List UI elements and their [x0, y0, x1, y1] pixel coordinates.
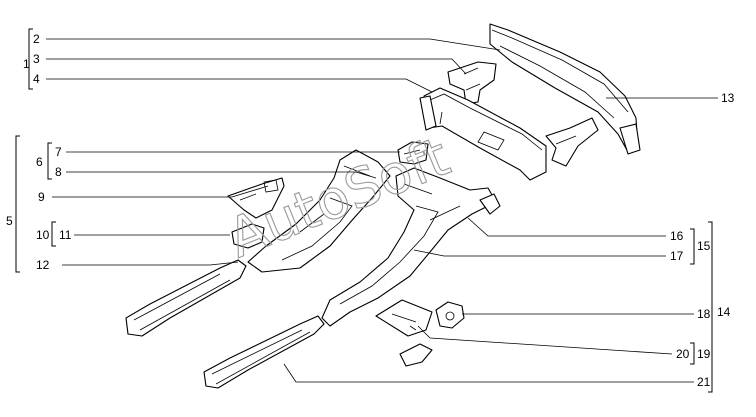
- callout-numbers: 1 2 3 4 5 6 7 8 9 10 11 12 13 14 15 16 1…: [6, 32, 735, 389]
- callout-5: 5: [6, 214, 13, 228]
- callout-7: 7: [55, 145, 62, 159]
- callout-18: 18: [697, 307, 711, 321]
- callout-20: 20: [676, 347, 690, 361]
- callout-2: 2: [33, 32, 40, 46]
- callout-12: 12: [36, 258, 50, 272]
- callout-14: 14: [717, 305, 731, 319]
- callout-11: 11: [59, 228, 72, 242]
- callout-3: 3: [33, 52, 40, 66]
- callout-10: 10: [36, 228, 50, 242]
- callout-15: 15: [697, 239, 711, 253]
- part-16-bracket: [479, 193, 501, 215]
- callout-4: 4: [33, 72, 40, 86]
- callout-9: 9: [38, 190, 45, 204]
- callout-16: 16: [670, 229, 684, 243]
- part-20-plate: [399, 343, 433, 367]
- callout-21: 21: [697, 375, 711, 389]
- part-11-reinforcement: [231, 223, 265, 249]
- part-7-small-piece: [397, 141, 429, 165]
- part-3-bracket: [447, 61, 497, 105]
- part-18-bracket: [435, 301, 465, 329]
- part-19-floor-plate: [375, 299, 433, 337]
- part-9-bracket: [227, 177, 285, 219]
- part-13-rear-crossmember: [489, 23, 641, 155]
- callout-13: 13: [721, 91, 735, 105]
- part-12-sill: [125, 259, 247, 337]
- callout-17: 17: [670, 249, 684, 263]
- callout-1: 1: [23, 57, 30, 71]
- group-brackets: [15, 28, 713, 393]
- callout-19: 19: [697, 347, 711, 361]
- part-15-rail: [321, 167, 497, 327]
- part-21-sill: [203, 315, 325, 389]
- part-8-rail-rear: [247, 149, 391, 273]
- part-13-bracket: [545, 117, 599, 167]
- part-4-cross-beam: [419, 87, 547, 181]
- callout-8: 8: [55, 165, 62, 179]
- callout-6: 6: [36, 155, 43, 169]
- leader-lines: [46, 38, 718, 383]
